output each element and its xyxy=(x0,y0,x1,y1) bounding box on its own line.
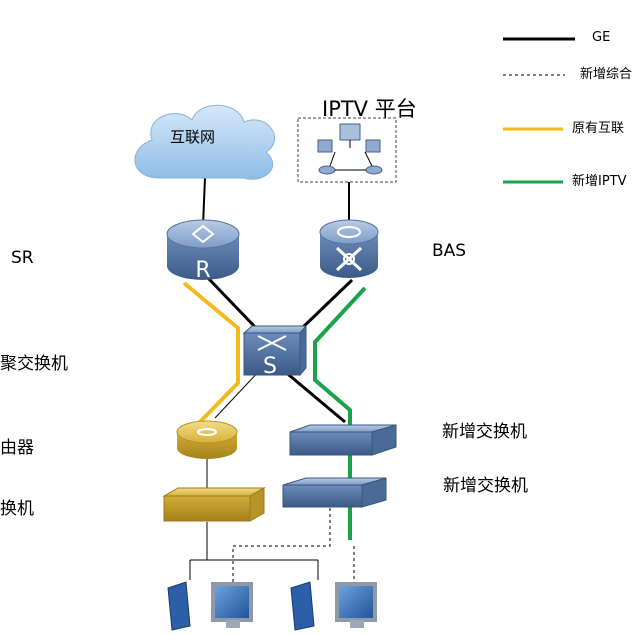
link-thin-agg-router xyxy=(214,367,263,419)
bas-label: BAS xyxy=(432,241,467,261)
link-gold xyxy=(182,281,240,430)
sr-label: SR xyxy=(11,248,34,268)
legend xyxy=(503,37,575,184)
legend-label-gold: 原有互联 xyxy=(572,121,625,136)
new-switch-1-icon xyxy=(289,424,397,456)
new-switch-2-icon xyxy=(282,477,387,508)
link-ge-bas-agg xyxy=(298,278,354,332)
legend-label-ge: GE xyxy=(592,30,611,45)
legend-label-dashed: 新增综合 xyxy=(580,67,633,82)
link-ge-cloud-sr xyxy=(202,177,206,226)
bas-icon xyxy=(319,219,379,278)
sr-router-icon xyxy=(166,219,240,280)
aggregation-switch-label: 汇聚交换机 xyxy=(0,354,68,374)
router-label: 路由器 xyxy=(0,438,34,458)
access-switch-label: 交换机 xyxy=(0,499,34,519)
computer-1-icon xyxy=(167,581,253,631)
iptv-platform-icon xyxy=(297,117,397,183)
sr-icon-letter: R xyxy=(195,258,210,283)
access-switch-gold-icon xyxy=(162,487,266,522)
link-dashed-newswitch-pcs xyxy=(232,508,331,585)
aggregation-switch-icon xyxy=(242,324,308,377)
aggregation-icon-letter: S xyxy=(263,354,277,379)
computer-2-icon xyxy=(290,581,377,631)
link-ge-agg-newswitch xyxy=(282,368,346,424)
new-switch-1-label: 新增交换机 xyxy=(442,422,527,442)
internet-label: 互联网 xyxy=(170,128,216,146)
legend-label-green: 新增IPTV xyxy=(572,174,627,189)
internet-cloud-icon xyxy=(134,104,276,180)
router-gold-icon xyxy=(176,420,238,459)
new-switch-2-label: 新增交换机 xyxy=(443,476,528,496)
iptv-platform-label: IPTV 平台 xyxy=(322,97,417,121)
link-ge-sr-agg xyxy=(206,276,258,330)
